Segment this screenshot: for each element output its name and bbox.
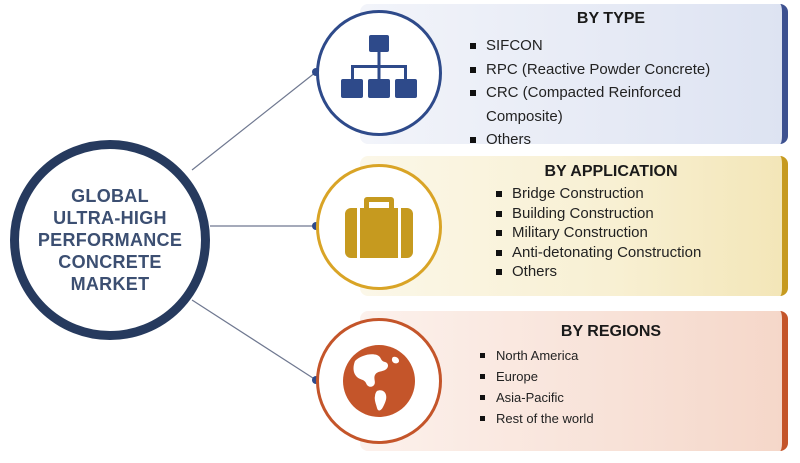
segment-title-application: BY APPLICATION: [544, 163, 678, 180]
hub-title: GLOBAL ULTRA-HIGH PERFORMANCE CONCRETE M…: [37, 186, 183, 294]
list-item: RPC (Reactive Powder Concrete): [468, 58, 748, 82]
list-item: SIFCON: [468, 34, 748, 58]
list-item: Bridge Construction: [494, 184, 754, 204]
list-item: Others: [494, 262, 754, 282]
type-icon-circle: [316, 10, 442, 136]
list-item: Asia-Pacific: [478, 387, 738, 408]
list-item: Europe: [478, 366, 738, 387]
list-item: Anti-detonating Construction: [494, 243, 754, 263]
segment-list-application: Bridge Construction Building Constructio…: [494, 184, 754, 282]
application-icon-circle: [316, 164, 442, 290]
segment-title-type: BY TYPE: [576, 10, 646, 27]
connector-type: [191, 71, 317, 171]
globe-icon: [343, 345, 415, 417]
regions-icon-circle: [316, 318, 442, 444]
hierarchy-icon: [341, 35, 417, 98]
market-hub-circle: GLOBAL ULTRA-HIGH PERFORMANCE CONCRETE M…: [10, 140, 210, 340]
list-item: Others: [468, 128, 748, 152]
list-item: Building Construction: [494, 204, 754, 224]
list-item: CRC (Compacted Reinforced Composite): [468, 81, 748, 128]
segment-title-regions: BY REGIONS: [560, 323, 662, 340]
list-item: Military Construction: [494, 223, 754, 243]
segment-list-type: SIFCON RPC (Reactive Powder Concrete) CR…: [468, 34, 748, 152]
connector-reg: [191, 299, 317, 381]
list-item: Rest of the world: [478, 408, 738, 429]
briefcase-icon: [345, 197, 413, 258]
segment-list-regions: North America Europe Asia-Pacific Rest o…: [478, 345, 738, 429]
list-item: North America: [478, 345, 738, 366]
